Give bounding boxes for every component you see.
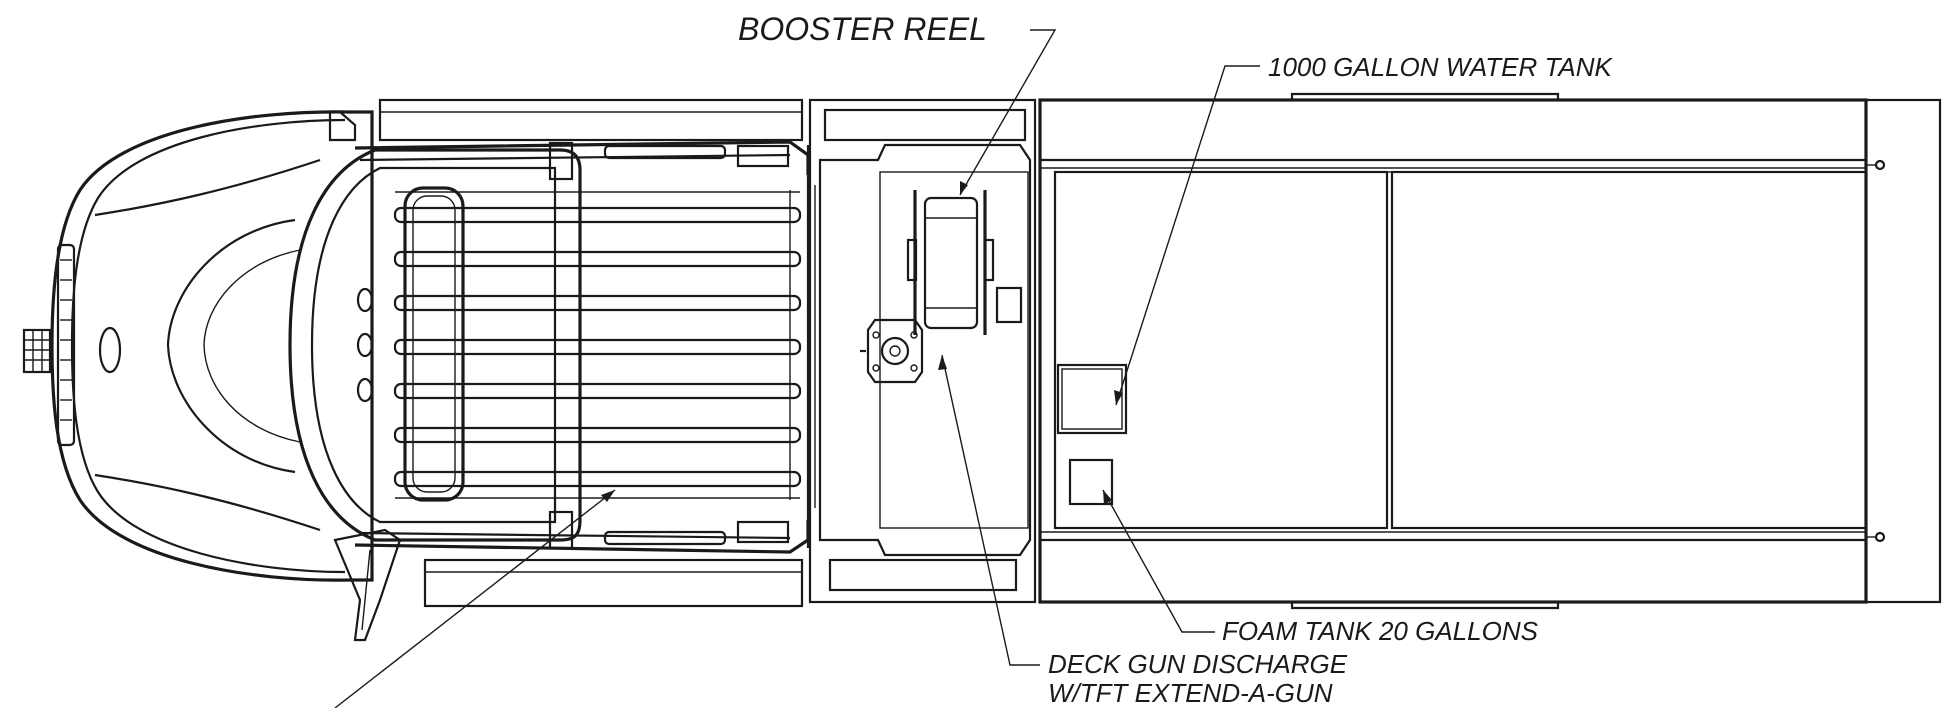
rail-bracket-top-left	[548, 141, 574, 181]
booster-reel-label: BOOSTER REEL	[738, 11, 987, 47]
pump-deck-inner	[879, 171, 1029, 529]
hose-bed-slats	[393, 206, 802, 488]
cab-roof	[288, 148, 582, 542]
windshield-inner	[310, 166, 557, 524]
deck-gun-label-line1: DECK GUN DISCHARGE	[1048, 649, 1348, 679]
hood-inner-line	[70, 118, 346, 574]
hood-outline	[50, 110, 374, 582]
tank-fill-box	[1056, 363, 1128, 435]
arrowhead-water-tank	[1114, 390, 1123, 405]
pump-section-outline	[808, 98, 1037, 604]
cab-vent-3	[356, 377, 374, 403]
arrowhead-foam-tank	[1103, 490, 1112, 505]
rear-step	[1864, 98, 1942, 604]
rail-bracket-top-right	[736, 144, 790, 168]
tank-rear-bay	[1390, 170, 1868, 530]
leader-deck-gun	[941, 354, 1040, 666]
arrowhead-booster-reel	[960, 181, 968, 195]
mirror-top	[328, 110, 357, 142]
grille	[56, 243, 76, 447]
top-handrail	[1290, 92, 1560, 100]
pump-section	[808, 98, 1037, 604]
roof-rack-frame	[403, 186, 465, 502]
booster-reel	[906, 190, 1023, 335]
foam-tank-box	[1068, 458, 1114, 506]
deck-gun-label-line2: W/TFT EXTEND-A-GUN	[1048, 678, 1333, 708]
pump-deck	[818, 143, 1032, 557]
rail-handle-bottom-1	[603, 530, 727, 546]
pump-bottom-panel	[828, 558, 1018, 592]
foam-tank-label: FOAM TANK 20 GALLONS	[1222, 616, 1539, 646]
deck-gun	[860, 318, 924, 384]
cab-vent-1	[356, 287, 374, 313]
tank-body	[1038, 92, 1942, 610]
tank-body-outline	[1038, 98, 1868, 604]
leader-hose-bed	[334, 489, 616, 708]
bottom-compartment	[423, 558, 804, 608]
rail-bracket-bottom-right	[736, 520, 790, 544]
cab-vent-2	[356, 332, 374, 358]
grille-slats	[60, 259, 72, 421]
reel-motor	[995, 286, 1023, 324]
top-compartment	[378, 98, 804, 142]
rail-bracket-bottom-left	[548, 510, 574, 550]
leader-lines	[334, 29, 1260, 708]
windshield-frame	[288, 148, 582, 542]
rail-handle-top-1	[603, 144, 727, 160]
tank-front-bay	[1053, 170, 1389, 530]
hood-crease-top	[94, 158, 321, 217]
crew-section	[354, 98, 816, 608]
front-light-bar	[22, 328, 52, 374]
arrowhead-deck-gun	[938, 355, 947, 370]
hood-contour	[166, 218, 296, 474]
truck-cab	[22, 110, 402, 642]
hood-crease-bottom	[94, 473, 321, 532]
bottom-handrail	[1290, 602, 1560, 610]
hood-contour-inner	[203, 249, 301, 443]
water-tank-label: 1000 GALLON WATER TANK	[1268, 52, 1614, 82]
mirror-bottom	[333, 528, 402, 642]
arrowhead-hose-bed	[601, 490, 615, 502]
leader-water-tank	[1115, 65, 1260, 406]
leader-booster-reel	[959, 29, 1057, 196]
hood-emblem	[98, 326, 122, 374]
leader-foam-tank	[1102, 489, 1215, 633]
pump-top-panel	[823, 108, 1027, 142]
